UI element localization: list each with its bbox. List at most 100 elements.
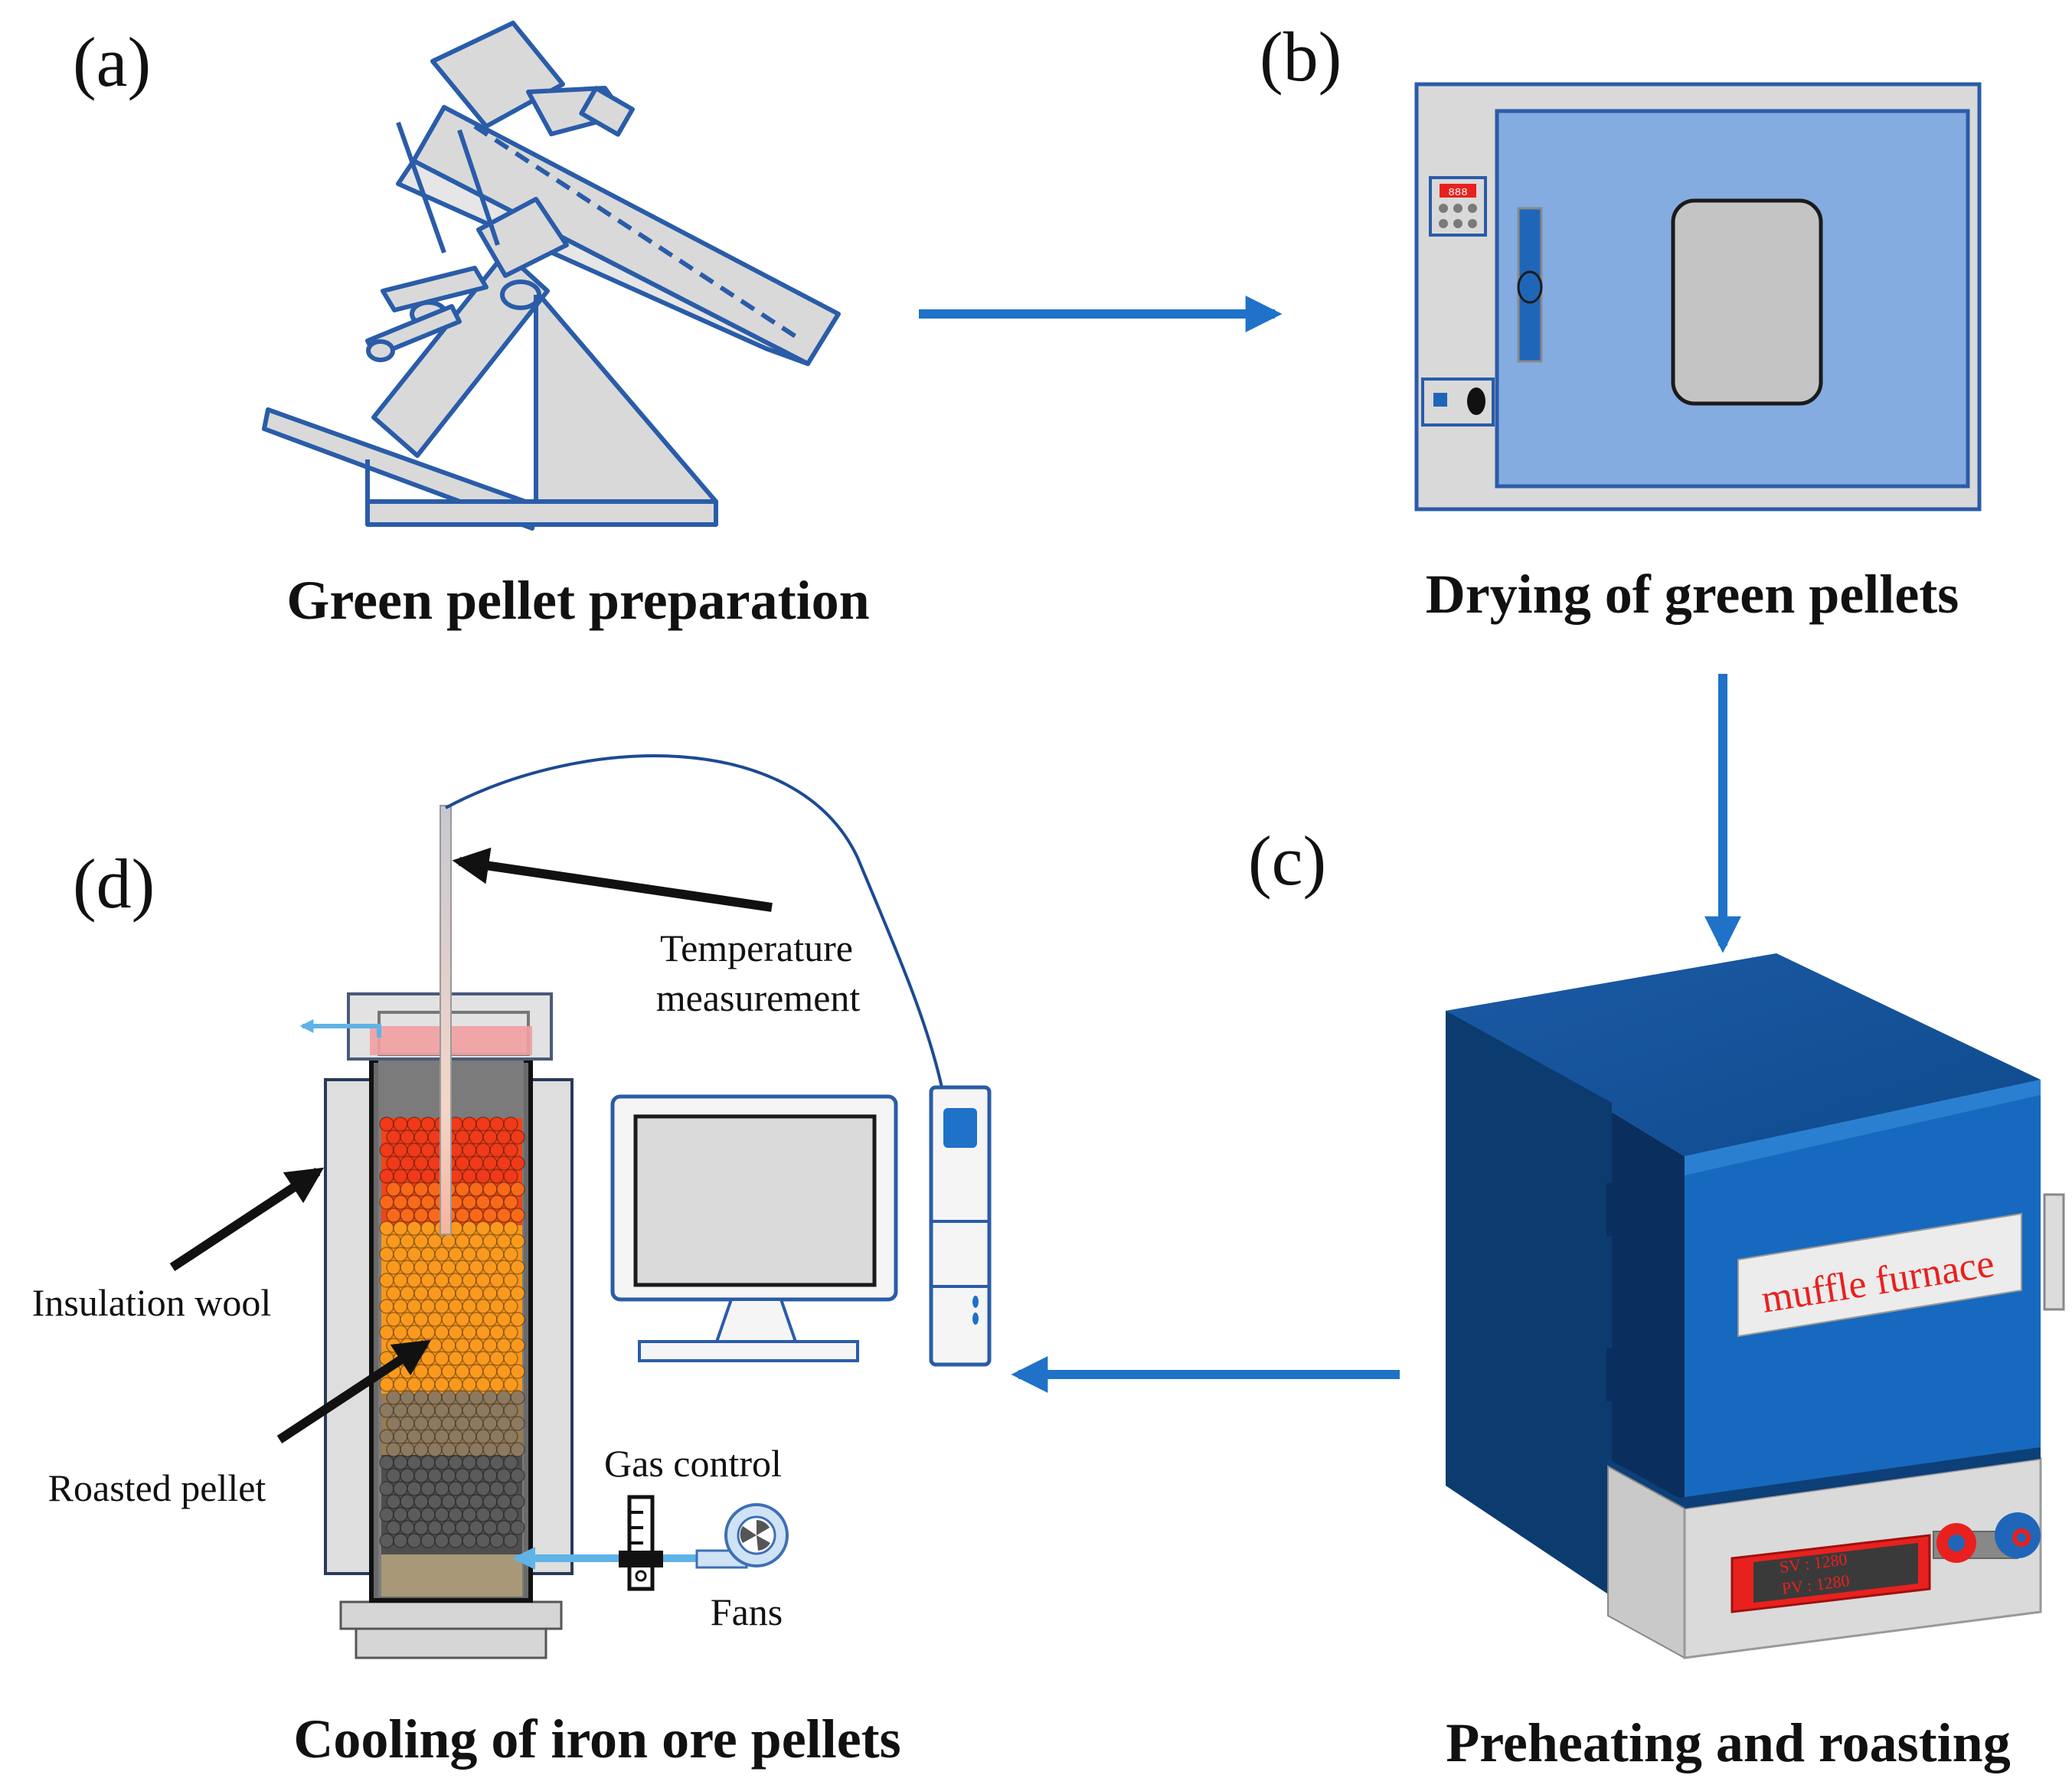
base-plate-upper xyxy=(339,1600,563,1630)
pellet xyxy=(413,1494,429,1509)
pellet xyxy=(476,1351,491,1366)
pellet xyxy=(482,1364,498,1379)
gas-outlet-pipe xyxy=(299,1019,381,1038)
pellet xyxy=(420,1247,436,1262)
pellet xyxy=(386,1182,401,1197)
gas-control-label: Gas control xyxy=(604,1442,782,1485)
pellet xyxy=(462,1455,477,1470)
pellet xyxy=(379,1377,394,1392)
pellet xyxy=(482,1208,498,1223)
panel-b: (b) 888 Drying of green pellets xyxy=(1260,18,1982,625)
pellet xyxy=(476,1299,491,1314)
pellet xyxy=(482,1182,498,1197)
pellet xyxy=(386,1442,401,1457)
pellet xyxy=(510,1208,525,1223)
pellet xyxy=(413,1468,429,1483)
pellet xyxy=(469,1442,484,1457)
pellet xyxy=(441,1338,456,1353)
pellet xyxy=(386,1416,401,1431)
pellet xyxy=(482,1155,498,1171)
pellet xyxy=(379,1481,394,1496)
pelletizer-disc-icon xyxy=(262,21,841,531)
pellet xyxy=(379,1273,394,1288)
pellet xyxy=(393,1116,408,1132)
pellet xyxy=(455,1338,470,1353)
pellet xyxy=(434,1325,449,1340)
pellet xyxy=(400,1260,415,1275)
pellet xyxy=(496,1338,511,1353)
pellet xyxy=(462,1403,477,1418)
oven-display-digits: 888 xyxy=(1448,187,1467,199)
pellet xyxy=(448,1325,463,1340)
pellet xyxy=(386,1286,401,1301)
pellet xyxy=(413,1208,429,1223)
pellet xyxy=(462,1507,477,1522)
pellet xyxy=(469,1520,484,1535)
pellet xyxy=(434,1429,449,1444)
pellet xyxy=(476,1247,491,1262)
gas-control-valve-icon xyxy=(619,1495,663,1591)
pellet xyxy=(496,1442,511,1457)
pellet xyxy=(489,1429,505,1444)
pellet xyxy=(448,1533,463,1548)
pellet xyxy=(496,1416,511,1431)
pellet xyxy=(469,1286,484,1301)
pellet xyxy=(503,1403,518,1418)
pellet xyxy=(427,1364,443,1379)
pellet xyxy=(407,1481,422,1496)
computer-tower-icon xyxy=(929,1085,992,1367)
panel-a: (a) xyxy=(73,21,870,631)
pellet xyxy=(413,1129,429,1145)
pellet xyxy=(420,1507,436,1522)
pellet xyxy=(393,1533,408,1548)
pellet xyxy=(379,1142,394,1158)
pellet xyxy=(448,1481,463,1496)
pellet xyxy=(407,1507,422,1522)
pellet xyxy=(496,1234,511,1249)
pellet xyxy=(482,1442,498,1457)
pellet xyxy=(413,1390,429,1405)
pellet xyxy=(393,1377,408,1392)
pellet xyxy=(503,1169,518,1184)
pellet xyxy=(413,1312,429,1327)
pellet xyxy=(455,1364,470,1379)
pellet xyxy=(393,1247,408,1262)
pellet xyxy=(448,1429,463,1444)
pellet xyxy=(476,1455,491,1470)
insulation-pointer-arrow xyxy=(169,1167,325,1272)
pellet xyxy=(379,1533,394,1548)
pellet xyxy=(393,1455,408,1470)
pellet xyxy=(420,1116,436,1132)
pellet xyxy=(462,1273,477,1288)
pellet xyxy=(407,1116,422,1132)
pellet xyxy=(441,1416,456,1431)
base-plate-lower xyxy=(355,1627,547,1659)
pellet xyxy=(469,1468,484,1483)
pellet xyxy=(489,1273,505,1288)
pellet xyxy=(448,1403,463,1418)
insulation-label: Insulation wool xyxy=(32,1281,271,1324)
pellet xyxy=(455,1155,470,1171)
pellet xyxy=(476,1142,491,1158)
pellet xyxy=(496,1468,511,1483)
pellet xyxy=(393,1325,408,1340)
pellet xyxy=(441,1260,456,1275)
pellet xyxy=(469,1494,484,1509)
pellet xyxy=(503,1247,518,1262)
pellet xyxy=(462,1377,477,1392)
pellet xyxy=(407,1195,422,1210)
panel-b-letter: (b) xyxy=(1260,18,1342,96)
pellet xyxy=(393,1481,408,1496)
pellet xyxy=(407,1403,422,1418)
pellet xyxy=(400,1234,415,1249)
pellet xyxy=(489,1377,505,1392)
pellet xyxy=(434,1507,449,1522)
pellet xyxy=(510,1338,525,1353)
pellet xyxy=(386,1312,401,1327)
pellet xyxy=(462,1221,477,1236)
pellet xyxy=(489,1116,505,1132)
pellet xyxy=(469,1416,484,1431)
pellet xyxy=(462,1481,477,1496)
pellet xyxy=(476,1169,491,1184)
pellet xyxy=(462,1325,477,1340)
